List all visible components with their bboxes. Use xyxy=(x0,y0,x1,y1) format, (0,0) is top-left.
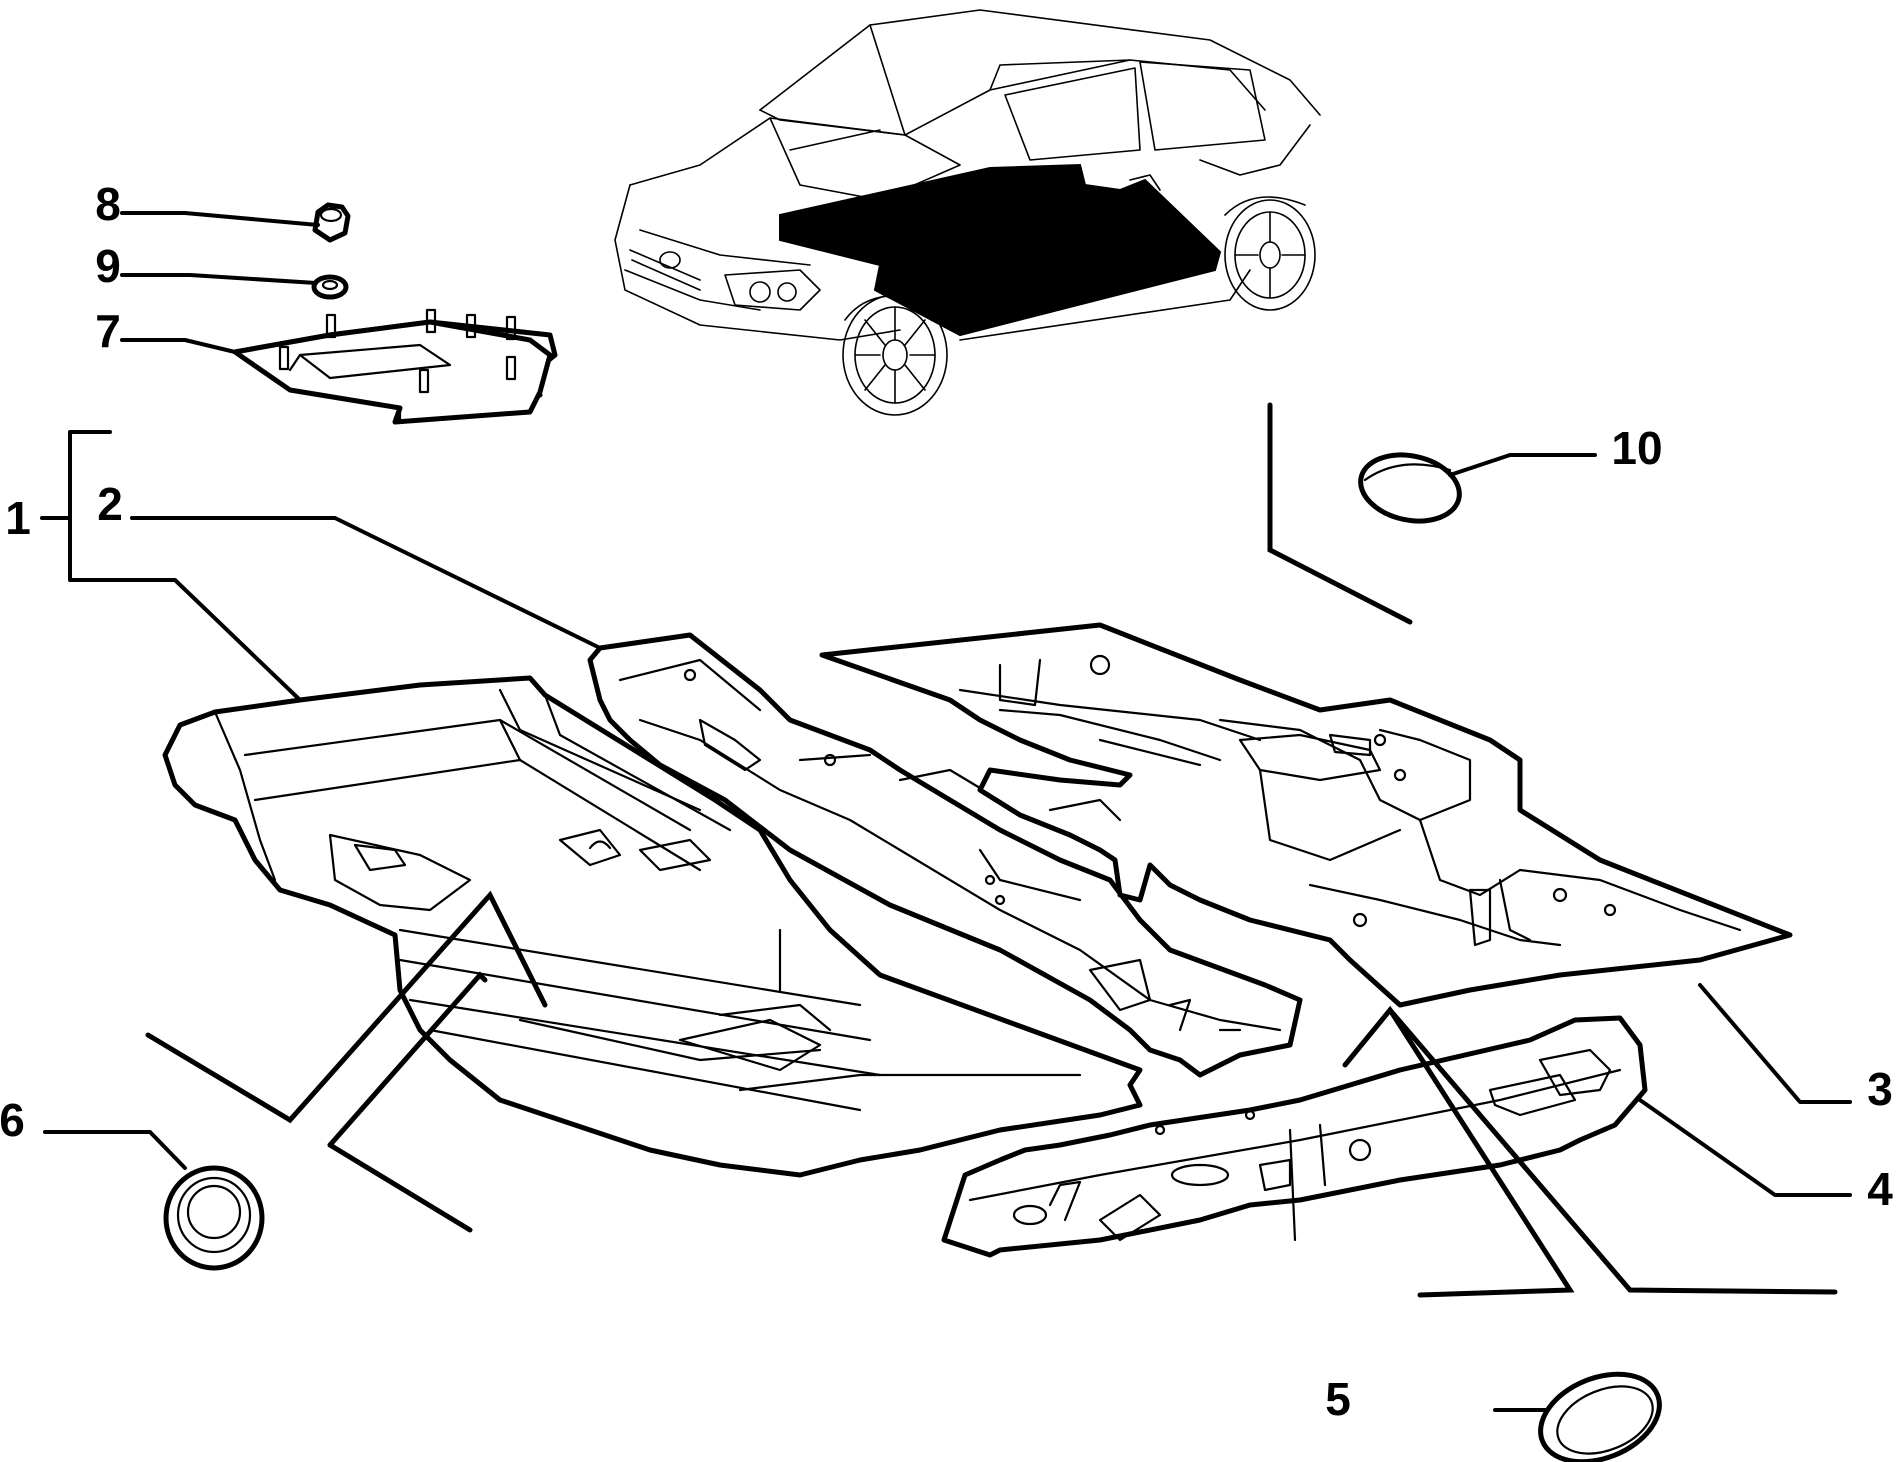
callout-8: 8 xyxy=(95,178,121,230)
assembly-guide-lines xyxy=(145,402,1838,1298)
side-sill-member-part-4 xyxy=(941,1015,1648,1258)
callout-1: 1 xyxy=(5,492,31,544)
reference-car-illustration xyxy=(614,9,1321,416)
nut-part-8 xyxy=(312,202,351,243)
callout-5: 5 xyxy=(1325,1373,1351,1425)
bracket-plate-part-7 xyxy=(232,308,558,425)
callout-9: 9 xyxy=(95,240,121,292)
callout-6: 6 xyxy=(0,1094,25,1146)
callout-labels: 1 2 3 4 5 6 7 8 9 10 xyxy=(0,178,1893,1425)
callout-4: 4 xyxy=(1867,1163,1893,1215)
washer-part-9 xyxy=(311,274,349,300)
oval-plug-part-5 xyxy=(1538,1371,1662,1462)
rear-floor-pan-part-3 xyxy=(819,622,1793,1008)
oval-plug-part-10 xyxy=(1358,452,1462,524)
highlighted-floor-panel xyxy=(779,163,1222,337)
leader-lines xyxy=(40,211,1852,1412)
stud-bolts xyxy=(278,308,517,394)
round-grommet-part-6 xyxy=(163,1165,265,1271)
callout-2: 2 xyxy=(97,478,123,530)
central-tunnel-part-2 xyxy=(587,632,1303,1078)
callout-10: 10 xyxy=(1611,422,1662,474)
callout-7: 7 xyxy=(95,305,121,357)
front-floor-pan-part-1 xyxy=(162,675,1143,1178)
callout-3: 3 xyxy=(1867,1063,1893,1115)
